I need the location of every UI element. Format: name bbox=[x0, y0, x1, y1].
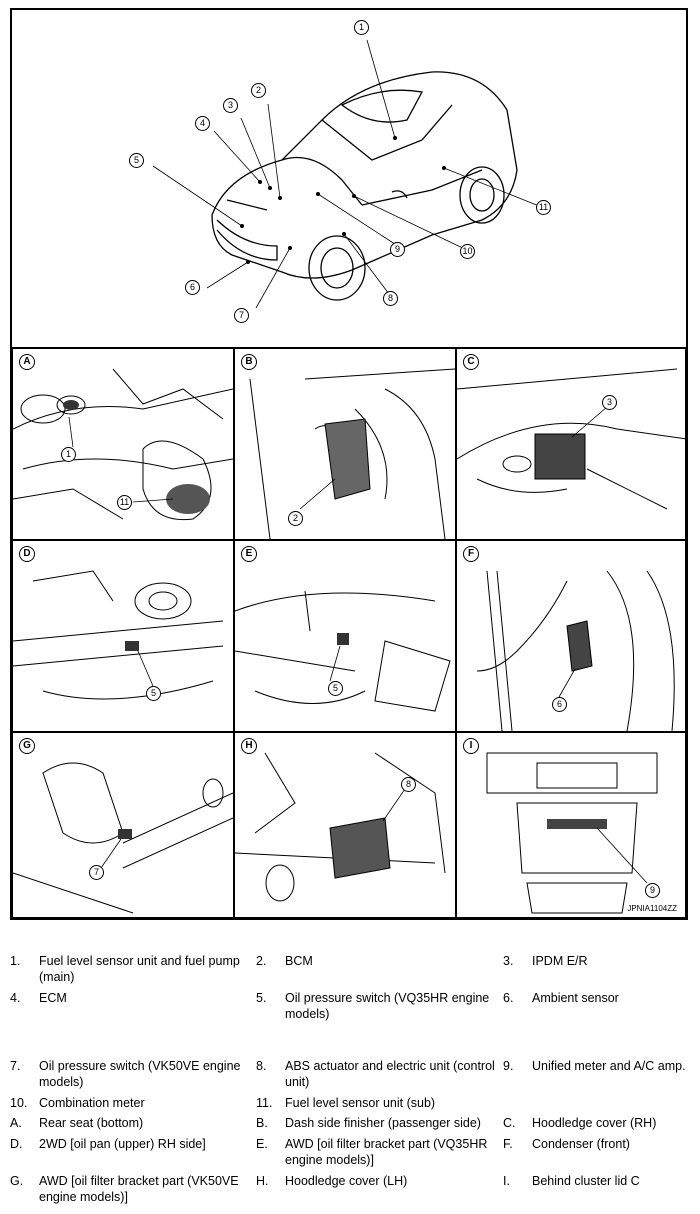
callout-2: 2 bbox=[251, 83, 266, 98]
panel-e-callout-5: 5 bbox=[328, 681, 343, 696]
panel-d-sketch bbox=[13, 570, 224, 700]
panel-d: D 5 bbox=[12, 540, 234, 732]
panel-a-callout-1: 1 bbox=[61, 447, 76, 462]
panel-c-label: C bbox=[463, 354, 479, 370]
overview-panel: 1 2 3 4 5 6 7 8 9 10 11 bbox=[12, 10, 686, 348]
panel-g-label: G bbox=[19, 738, 35, 754]
panel-b-callout-2: 2 bbox=[288, 511, 303, 526]
panel-h-label: H bbox=[241, 738, 257, 754]
panel-e: E 5 bbox=[234, 540, 456, 732]
panel-f-callout-6: 6 bbox=[552, 697, 567, 712]
panel-e-sketch bbox=[235, 590, 451, 712]
panel-i: I 9 JPNIA1104ZZ bbox=[456, 732, 686, 918]
panel-a-callout-11: 11 bbox=[117, 495, 132, 510]
callout-8: 8 bbox=[383, 291, 398, 306]
panel-i-sketch bbox=[486, 752, 658, 914]
panel-g: G 7 bbox=[12, 732, 234, 918]
panel-g-callout-7: 7 bbox=[89, 865, 104, 880]
panel-b: B 2 bbox=[234, 348, 456, 540]
panel-c: C 3 bbox=[456, 348, 686, 540]
callout-11: 11 bbox=[536, 200, 551, 215]
callout-9: 9 bbox=[390, 242, 405, 257]
panel-f-sketch bbox=[476, 570, 675, 731]
panel-a-label: A bbox=[19, 354, 35, 370]
callout-3: 3 bbox=[223, 98, 238, 113]
legend: 1.Fuel level sensor unit and fuel pump (… bbox=[10, 954, 686, 1204]
callout-4: 4 bbox=[195, 116, 210, 131]
figure-id: JPNIA1104ZZ bbox=[627, 904, 677, 913]
panel-h: H 8 bbox=[234, 732, 456, 918]
panel-a-sketch bbox=[13, 368, 233, 521]
panel-c-sketch bbox=[457, 368, 685, 510]
callout-6: 6 bbox=[185, 280, 200, 295]
panel-d-label: D bbox=[19, 546, 35, 562]
panel-d-callout-5: 5 bbox=[146, 686, 161, 701]
panel-h-sketch bbox=[235, 752, 446, 902]
panel-g-sketch bbox=[13, 762, 233, 914]
panel-f-label: F bbox=[463, 546, 479, 562]
callout-5: 5 bbox=[129, 153, 144, 168]
panel-i-label: I bbox=[463, 738, 479, 754]
panel-b-sketch bbox=[249, 368, 455, 539]
panel-a: A 1 11 bbox=[12, 348, 234, 540]
panel-f: F 6 bbox=[456, 540, 686, 732]
panel-c-callout-3: 3 bbox=[602, 395, 617, 410]
callout-10: 10 bbox=[460, 244, 475, 259]
panel-e-label: E bbox=[241, 546, 257, 562]
panel-b-label: B bbox=[241, 354, 257, 370]
callout-7: 7 bbox=[234, 308, 249, 323]
panel-h-callout-8: 8 bbox=[401, 777, 416, 792]
callout-1: 1 bbox=[354, 20, 369, 35]
component-location-figure: 1 2 3 4 5 6 7 8 9 10 11 A 1 11 bbox=[10, 8, 688, 920]
car-illustration bbox=[152, 39, 545, 309]
panel-i-callout-9: 9 bbox=[645, 883, 660, 898]
